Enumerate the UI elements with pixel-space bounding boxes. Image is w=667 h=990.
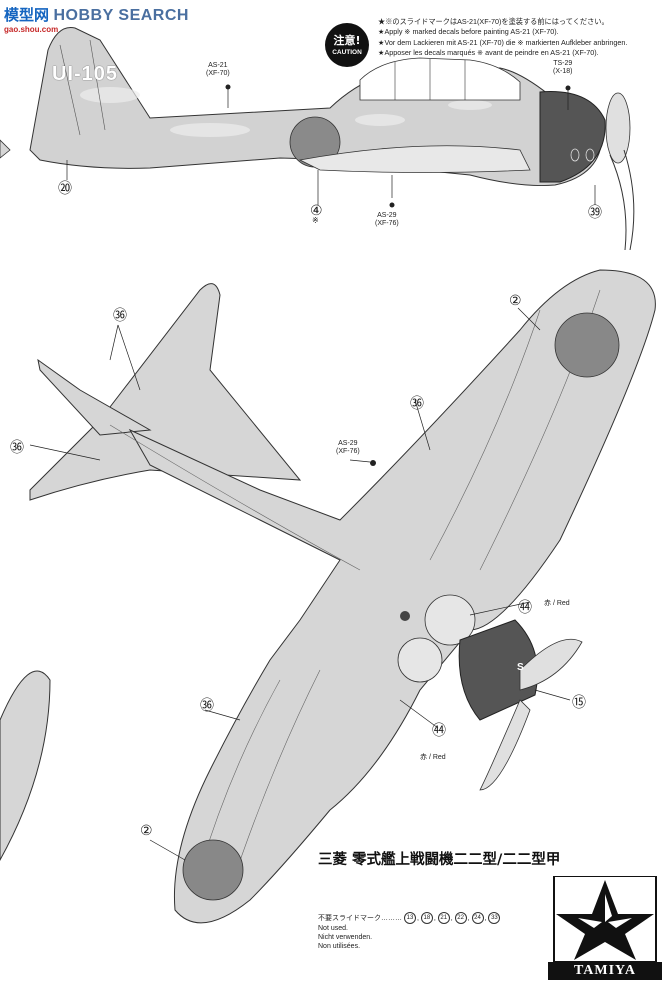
callout-ts29: TS-29 (X-18) xyxy=(553,60,572,76)
callout-ts29-code: TS-29 xyxy=(553,60,573,67)
callout-44-a: ㊹ xyxy=(518,599,532,615)
caution-line-jp: ★※のスライドマークはAS-21(XF-70)を塗装する前にはってください。 xyxy=(378,17,609,26)
callout-ts29-sub: (X-18) xyxy=(553,68,573,75)
unused-fr: Non utilisées. xyxy=(318,943,361,950)
callout-red-a: 赤 / Red xyxy=(544,600,570,607)
callout-36-a: ㊱ xyxy=(113,307,127,323)
unused-number: 22 xyxy=(454,912,467,924)
unused-number: 33 xyxy=(488,912,501,924)
unused-row: 不要スライドマーク……… 13, 18, 21, 22, 24, 33 xyxy=(318,912,501,924)
side-view-drawing xyxy=(0,26,635,250)
callout-36-b: ㊱ xyxy=(10,439,24,455)
callout-as21-sub: (XF-70) xyxy=(206,70,230,77)
callout-as29-side-code: AS-29 xyxy=(377,212,397,219)
callout-as29-top-sub: (XF-76) xyxy=(336,448,360,455)
callout-36-c: ㊱ xyxy=(410,395,424,411)
callout-4-mark: ※ xyxy=(312,216,319,225)
callout-as21-code: AS-21 xyxy=(208,62,228,69)
watermark-url: gao.shou.com xyxy=(4,25,59,34)
callout-2-bottom: ② xyxy=(140,822,153,838)
callout-39: ㊴ xyxy=(588,204,602,220)
caution-note: ★※のスライドマークはAS-21(XF-70)を塗装する前にはってください。 ★… xyxy=(378,17,663,58)
tamiya-star-logo xyxy=(553,876,657,963)
top-view-drawing xyxy=(0,269,656,924)
unused-de: Nicht verwenden. xyxy=(318,934,373,941)
tail-code: UI-105 xyxy=(52,63,119,85)
unused-number: 21 xyxy=(437,912,450,924)
caution-badge-jp: 注意! xyxy=(333,34,361,47)
unused-number: 18 xyxy=(420,912,433,924)
callout-44-b: ㊹ xyxy=(432,722,446,738)
callout-36-d: ㊱ xyxy=(200,697,214,713)
callout-as29-side: AS-29 (XF-76) xyxy=(375,212,399,228)
watermark-cn: 模型网 xyxy=(4,6,50,24)
callout-as29-top-code: AS-29 xyxy=(338,440,358,447)
callout-15: ⑮ xyxy=(572,694,586,710)
callout-red-b: 赤 / Red xyxy=(420,754,446,761)
callout-as29-side-sub: (XF-76) xyxy=(375,220,399,227)
watermark-en: HOBBY SEARCH xyxy=(53,7,189,24)
callout-20: ⑳ xyxy=(58,180,72,196)
cowl-letter: S xyxy=(517,662,524,673)
callout-as21: AS-21 (XF-70) xyxy=(206,62,230,78)
page-title: 三菱 零式艦上戦闘機二二型/二二型甲 xyxy=(318,852,561,868)
caution-badge: 注意! CAUTION xyxy=(325,23,369,67)
caution-line-de: ★Vor dem Lackieren mit AS-21 (XF-70) die… xyxy=(378,37,628,47)
caution-line-en: ★Apply ※ marked decals before painting A… xyxy=(378,27,559,37)
callout-as29-top: AS-29 (XF-76) xyxy=(336,440,360,456)
caution-line-fr: ★Apposer les decals marqués ※ avant de p… xyxy=(378,47,599,57)
unused-label-jp: 不要スライドマーク……… xyxy=(318,914,402,922)
unused-number: 24 xyxy=(471,912,484,924)
callout-4: ④ xyxy=(310,202,323,218)
unused-en: Not used. xyxy=(318,925,348,932)
watermark: 模型网 HOBBY SEARCH gao.shou.com xyxy=(4,4,244,40)
unused-decals: 不要スライドマーク……… 13, 18, 21, 22, 24, 33 Not … xyxy=(318,912,501,951)
brand-name: TAMIYA xyxy=(548,962,662,980)
callout-2-top: ② xyxy=(509,292,522,308)
unused-number: 13 xyxy=(403,912,416,924)
caution-badge-en: CAUTION xyxy=(332,49,362,56)
